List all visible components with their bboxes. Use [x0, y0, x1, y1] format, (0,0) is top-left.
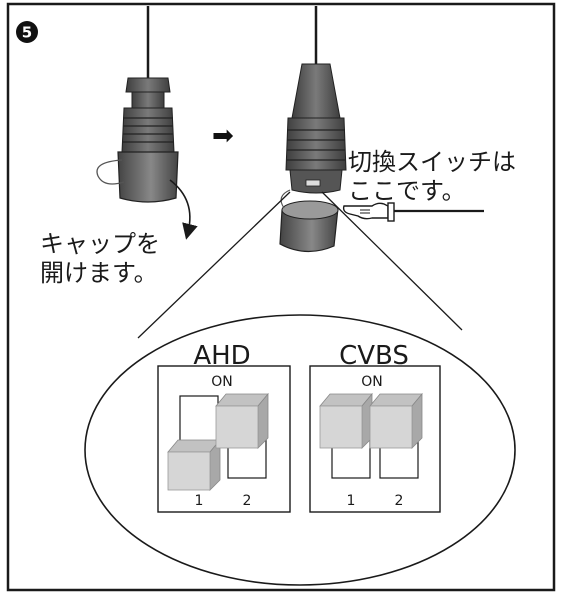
zoom-line-right: [321, 191, 463, 331]
cvbs-pos-1: 1: [347, 493, 356, 509]
switch-here-label-line2: ここです。: [348, 177, 466, 205]
cap-open-label-line1: キャップを: [40, 230, 160, 258]
cvbs-on-label: ON: [361, 374, 383, 390]
cap-open-label-line2: 開けます。: [40, 259, 158, 287]
ahd-pos-2: 2: [243, 493, 252, 509]
switch-panel-ahd: AHD ON 1 2: [157, 341, 291, 513]
curved-arrow-icon: [169, 179, 198, 240]
ahd-on-label: ON: [211, 374, 233, 390]
ahd-pos-1: 1: [195, 493, 204, 509]
cvbs-pos-2: 2: [395, 493, 404, 509]
step-badge: 5: [16, 21, 38, 43]
connector-left: [96, 6, 179, 203]
ahd-knob-1: [167, 438, 221, 491]
zoom-ellipse: [84, 314, 516, 586]
frame-border: [6, 2, 556, 592]
step-number: 5: [22, 24, 32, 42]
ahd-knob-2: [215, 392, 269, 449]
pointing-hand-icon: [342, 202, 484, 222]
switch-here-label-line1: 切換スイッチは: [348, 148, 516, 176]
cvbs-knob-1: [319, 392, 373, 449]
zoom-line-left: [137, 191, 291, 339]
cvbs-knob-2: [369, 392, 423, 449]
connector-right: [279, 6, 347, 253]
right-arrow-icon: ➡: [212, 121, 234, 151]
switch-panel-cvbs: CVBS ON 1 2: [309, 341, 441, 513]
